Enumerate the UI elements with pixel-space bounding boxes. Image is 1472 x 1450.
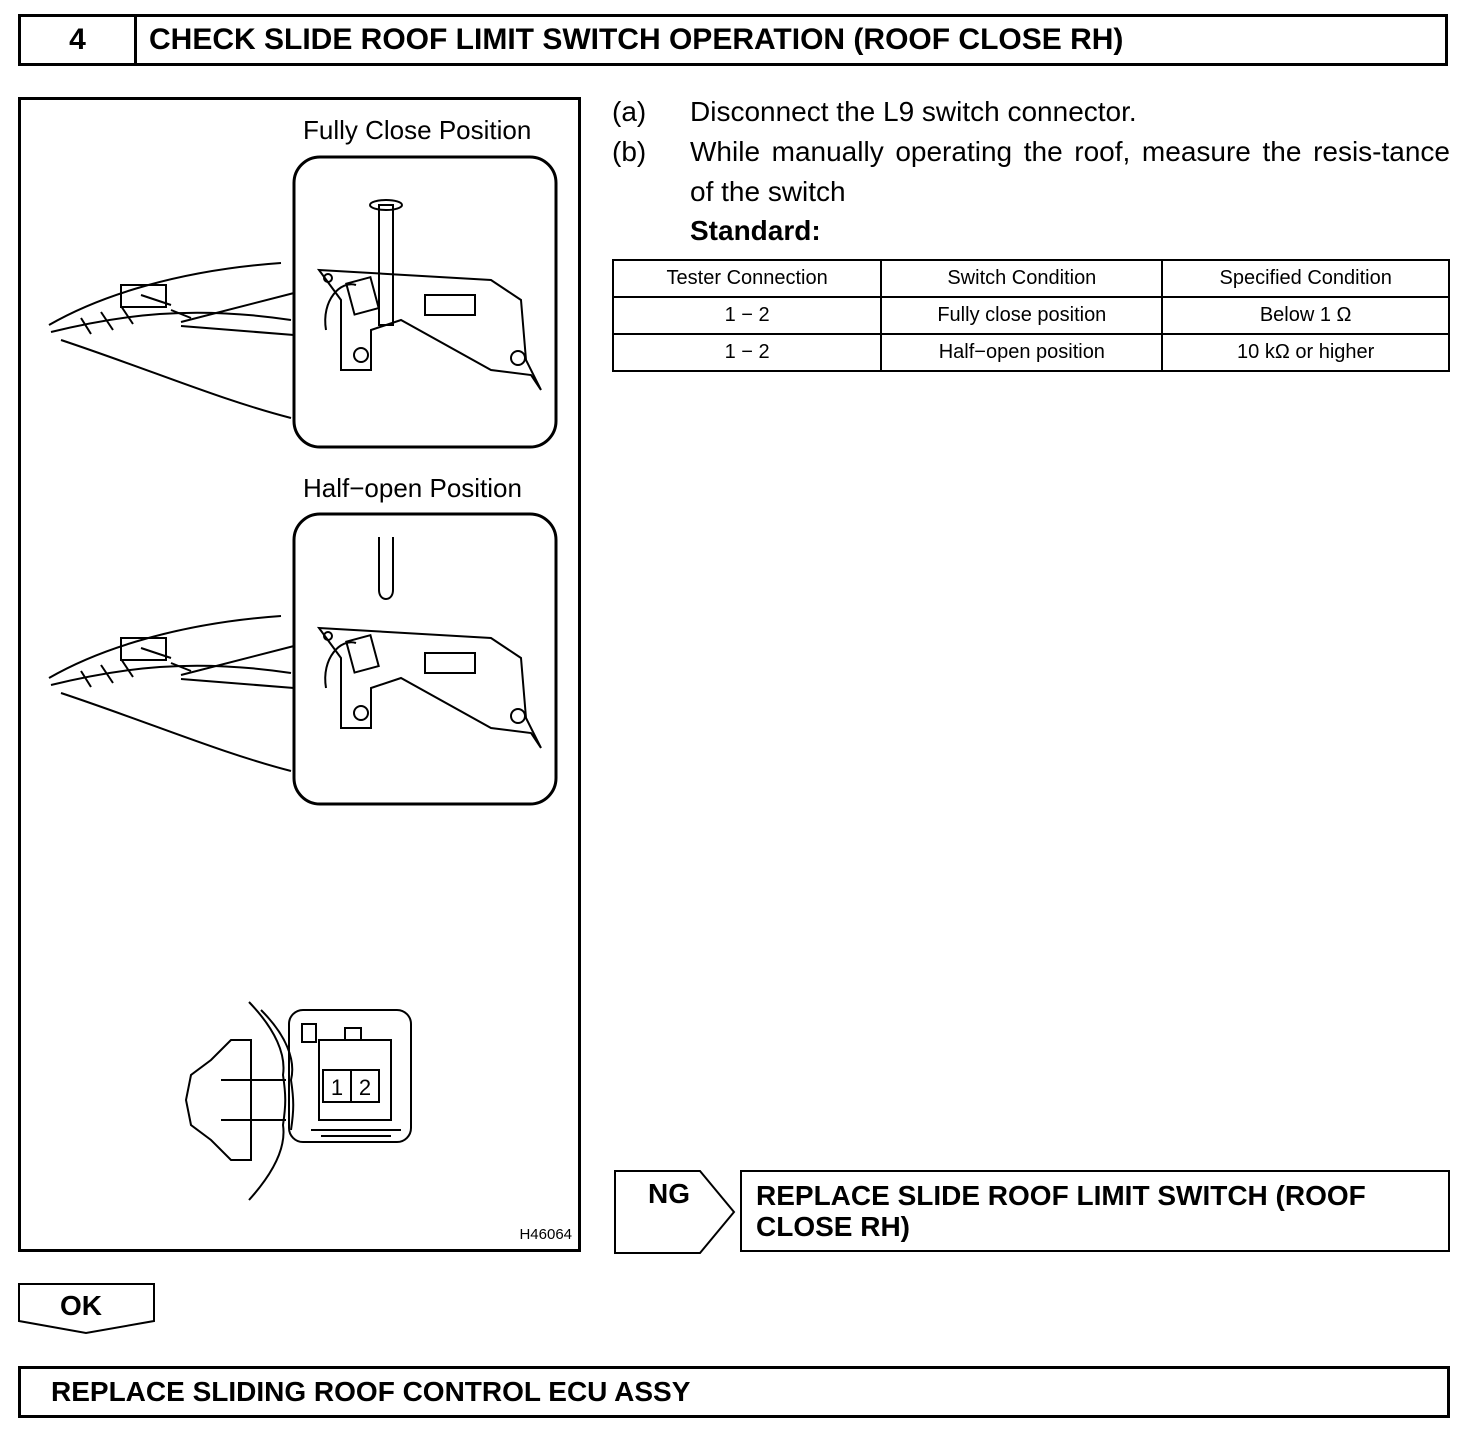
instruction-text: Disconnect the L9 switch connector. bbox=[690, 96, 1137, 127]
standard-label: Standard: bbox=[690, 215, 821, 246]
table-row: 1 − 2 Half−open position 10 kΩ or higher bbox=[611, 333, 1450, 372]
table-cell: 10 kΩ or higher bbox=[1161, 333, 1450, 372]
table-cell: 1 − 2 bbox=[611, 333, 883, 372]
step-header: 4 CHECK SLIDE ROOF LIMIT SWITCH OPERATIO… bbox=[18, 14, 1448, 66]
table-cell: 1 − 2 bbox=[611, 296, 883, 335]
connector-pin-2: 2 bbox=[359, 1075, 371, 1100]
step-title: CHECK SLIDE ROOF LIMIT SWITCH OPERATION … bbox=[149, 23, 1124, 56]
spec-table: Tester Connection Switch Condition Speci… bbox=[611, 259, 1450, 372]
table-header: Tester Connection bbox=[611, 259, 883, 298]
instruction-letter: (a) bbox=[612, 96, 647, 127]
instruction-text: While manually operating the roof, measu… bbox=[690, 136, 1450, 207]
ok-arrow-box bbox=[18, 1283, 155, 1335]
fully-close-label: Fully Close Position bbox=[303, 115, 532, 145]
table-header-row: Tester Connection Switch Condition Speci… bbox=[611, 259, 1450, 298]
table-header: Switch Condition bbox=[880, 259, 1164, 298]
half-open-detail bbox=[48, 512, 558, 806]
instruction-letter: (b) bbox=[612, 136, 647, 167]
ok-result: REPLACE SLIDING ROOF CONTROL ECU ASSY bbox=[18, 1366, 1450, 1418]
figure-code: H46064 bbox=[519, 1226, 572, 1243]
connector-pin-1: 1 bbox=[331, 1075, 343, 1100]
table-row: 1 − 2 Fully close position Below 1 Ω bbox=[611, 296, 1450, 335]
table-cell: Half−open position bbox=[880, 333, 1164, 372]
ng-result: REPLACE SLIDE ROOF LIMIT SWITCH (ROOF CL… bbox=[740, 1170, 1450, 1252]
table-cell: Below 1 Ω bbox=[1161, 296, 1450, 335]
illustration-drawing: 1 2 bbox=[48, 155, 558, 1201]
illustration-figure: 1 2 Fully Close Position Half−open Posit… bbox=[18, 97, 581, 1252]
table-header: Specified Condition bbox=[1161, 259, 1450, 298]
ng-label: NG bbox=[648, 1178, 690, 1209]
connector-face-view: 1 2 bbox=[184, 1001, 412, 1201]
table-cell: Fully close position bbox=[880, 296, 1164, 335]
half-open-label: Half−open Position bbox=[303, 473, 522, 503]
fully-close-detail bbox=[48, 155, 558, 449]
ng-arrow-box bbox=[614, 1170, 736, 1254]
step-number: 4 bbox=[21, 17, 137, 63]
ok-label: OK bbox=[60, 1290, 102, 1321]
